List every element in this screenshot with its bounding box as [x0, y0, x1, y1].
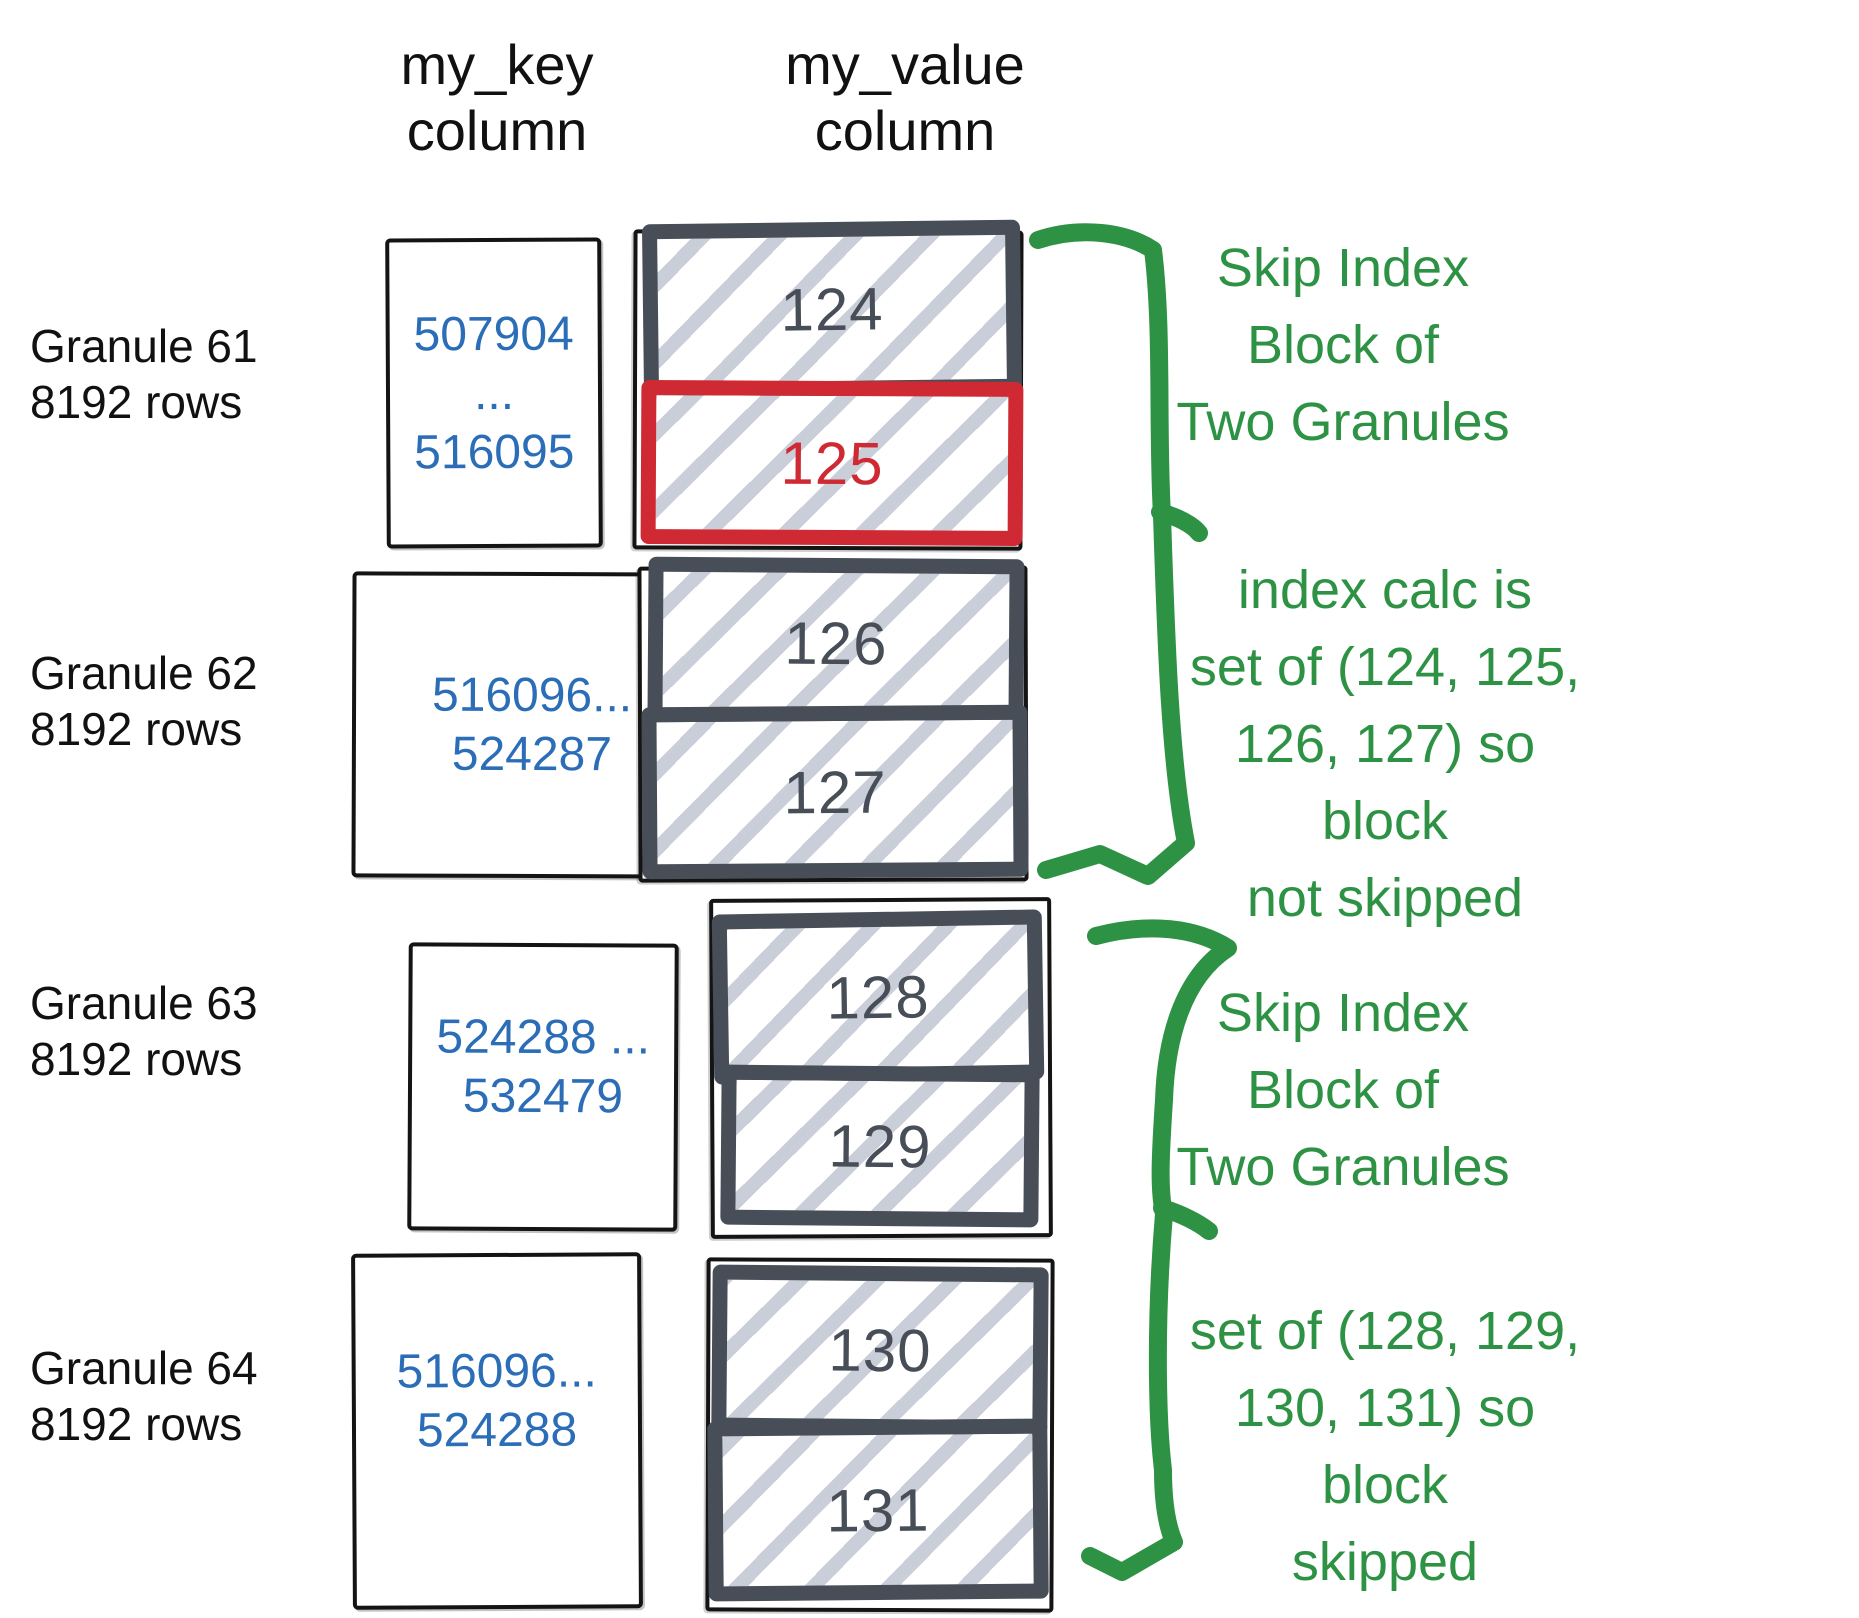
value-block-130-label: 130 [828, 1316, 932, 1384]
my-key-header-line1: my_key [400, 33, 594, 96]
my-key-header-line2: column [406, 99, 588, 162]
granule-64-rows: 8192 rows [30, 1398, 243, 1450]
my-value-header-line1: my_value [785, 33, 1025, 96]
annotation-line: not skipped [1246, 868, 1524, 928]
granule-64-key-range: 516096... 524288 [396, 1341, 597, 1460]
annotation-line: 130, 131) so block [1234, 1378, 1536, 1515]
value-block-131: 131 [707, 1418, 1049, 1602]
granule-62-key-min: 516096... [431, 668, 633, 723]
annotation-line: 126, 127) so block [1234, 714, 1536, 851]
granule-62-key-max: 524287 [451, 727, 613, 782]
value-block-125-highlighted: 125 [640, 380, 1024, 546]
value-block-126: 126 [647, 556, 1025, 730]
granule-61-rows: 8192 rows [30, 376, 243, 428]
granule-64-name: Granule 64 [30, 1342, 258, 1394]
granule-64-key-min: 516096... [396, 1344, 597, 1399]
annotation-set-skipped: set of (128, 129, 130, 131) so block ski… [1165, 1293, 1605, 1601]
granule-61-key-max: 516095 [414, 425, 575, 479]
value-block-130: 130 [711, 1264, 1049, 1436]
value-block-124: 124 [641, 219, 1023, 399]
annotation-line: index calc is [1237, 560, 1533, 620]
bracket-top-tick [1151, 503, 1208, 542]
annotation-line: Skip Index [1216, 983, 1470, 1043]
value-block-131-label: 131 [826, 1476, 930, 1544]
annotation-line: Skip Index [1216, 238, 1470, 298]
granule-62-name: Granule 62 [30, 647, 258, 699]
value-block-124-label: 124 [780, 274, 884, 344]
annotation-line: Block of [1246, 1060, 1440, 1120]
annotation-skip-index-bottom: Skip Index Block of Two Granules [1117, 975, 1569, 1206]
bracket-bottom-tick [1153, 1199, 1218, 1240]
granule-61-key-cell: 507904 ... 516095 [385, 237, 603, 549]
annotation-line: set of (124, 125, [1189, 637, 1581, 697]
value-block-127: 127 [641, 704, 1029, 880]
granule-61-key-min: 507904 ... [413, 307, 574, 420]
granule-64-label: Granule 64 8192 rows [30, 1340, 290, 1452]
granule-63-key-min: 524288 ... [436, 1010, 651, 1065]
granule-62-label: Granule 62 8192 rows [30, 645, 290, 757]
annotation-skip-index-top: Skip Index Block of Two Granules [1117, 230, 1569, 461]
value-block-129-label: 129 [828, 1112, 932, 1180]
value-block-127-label: 127 [783, 758, 887, 826]
annotation-index-calc-not-skipped: index calc is set of (124, 125, 126, 127… [1165, 552, 1605, 937]
annotation-line: Two Granules [1176, 1137, 1510, 1197]
granule-64-key-cell: 516096... 524288 [351, 1252, 643, 1610]
granule-64-key-max: 524288 [416, 1403, 578, 1458]
my-value-column-header: my_value column [705, 32, 1105, 164]
my-value-header-line2: column [814, 99, 996, 162]
annotation-line: set of (128, 129, [1189, 1301, 1581, 1361]
annotation-line: Two Granules [1176, 392, 1510, 452]
granule-61-key-range: 507904 ... 516095 [390, 304, 599, 482]
annotation-line: skipped [1291, 1532, 1479, 1592]
granule-61-name: Granule 61 [30, 320, 258, 372]
granule-61-label: Granule 61 8192 rows [30, 318, 290, 430]
granule-63-rows: 8192 rows [30, 1033, 243, 1085]
granule-63-label: Granule 63 8192 rows [30, 975, 290, 1087]
granule-63-key-range: 524288 ... 532479 [436, 1007, 650, 1126]
my-key-column-header: my_key column [327, 32, 667, 164]
value-block-128: 128 [711, 909, 1045, 1085]
value-block-126-label: 126 [784, 609, 888, 677]
granule-62-rows: 8192 rows [30, 703, 243, 755]
granule-63-key-max: 532479 [462, 1069, 624, 1124]
granule-62-key-range: 516096... 524287 [432, 666, 633, 785]
granule-63-name: Granule 63 [30, 977, 258, 1029]
value-block-128-label: 128 [825, 962, 931, 1032]
value-block-125-label: 125 [780, 429, 884, 497]
value-block-129: 129 [720, 1064, 1040, 1228]
annotation-line: Block of [1246, 315, 1440, 375]
granule-63-key-cell: 524288 ... 532479 [407, 942, 679, 1232]
